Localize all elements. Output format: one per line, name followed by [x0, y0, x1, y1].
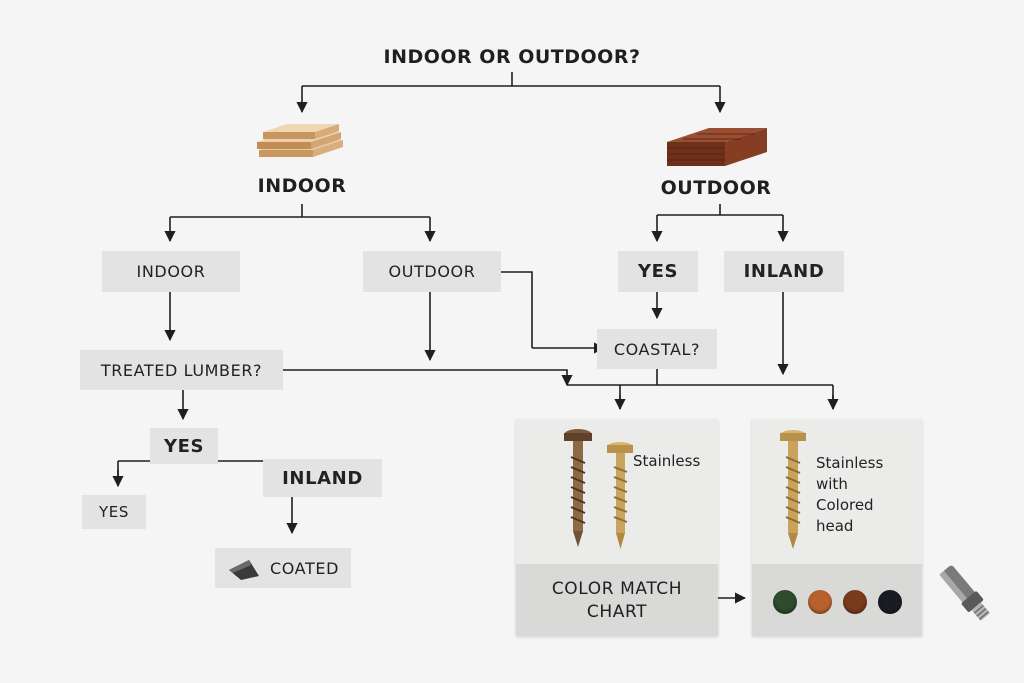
edge-title-split	[302, 72, 720, 87]
node-outdoor[interactable]: OUTDOOR	[363, 251, 501, 292]
dark-wood-block-icon	[667, 128, 767, 166]
swatch-orange[interactable]	[808, 590, 832, 614]
card-stainless-footer: COLOR MATCH CHART	[516, 564, 718, 636]
swatch-brown[interactable]	[843, 590, 867, 614]
light-wood-planks-icon	[257, 124, 343, 157]
card-stainless-caption: Stainless	[633, 452, 701, 470]
card-colored-head[interactable]: Stainless with Colored head	[752, 419, 922, 636]
node-indoor[interactable]: INDOOR	[102, 251, 240, 292]
swatch-green[interactable]	[773, 590, 797, 614]
screw-pair-icon	[564, 429, 633, 549]
caption-line3: Colored	[816, 496, 874, 514]
color-match-line1: COLOR MATCH	[551, 579, 683, 599]
color-match-line2: CHART	[586, 602, 648, 622]
brass-screw-icon	[780, 430, 806, 549]
node-yes-mid[interactable]: YES	[150, 428, 218, 464]
edge-outdoor-split	[657, 204, 783, 216]
driver-bit-icon	[939, 565, 990, 621]
coated-tip-icon	[229, 560, 259, 580]
edge-coastal-down	[567, 362, 834, 409]
edge-treated-horizontal	[283, 369, 573, 387]
swatch-strip	[752, 564, 922, 636]
node-coastal[interactable]: COASTAL?	[597, 329, 717, 369]
node-coated[interactable]: COATED	[215, 548, 351, 588]
page-title: INDOOR OR OUTDOOR?	[383, 46, 641, 68]
node-yes-small[interactable]: YES	[82, 495, 146, 529]
swatch-navy[interactable]	[878, 590, 902, 614]
node-treated-lumber[interactable]: TREATED LUMBER?	[80, 350, 283, 390]
card-colored-caption: Stainless with Colored head	[816, 453, 883, 537]
caption-line4: head	[816, 517, 854, 535]
node-inland-mid[interactable]: INLAND	[263, 459, 382, 497]
branch-outdoor-label: OUTDOOR	[660, 177, 772, 199]
node-inland-top[interactable]: INLAND	[724, 251, 844, 292]
node-yes-top[interactable]: YES	[618, 251, 698, 292]
caption-line1: Stainless	[816, 454, 884, 472]
caption-line2: with	[816, 475, 848, 493]
coated-label: COATED	[270, 558, 339, 578]
edge-indoor-split	[170, 204, 430, 218]
branch-indoor-label: INDOOR	[257, 175, 347, 197]
card-stainless[interactable]: Stainless COLOR MATCH CHART	[516, 419, 718, 636]
